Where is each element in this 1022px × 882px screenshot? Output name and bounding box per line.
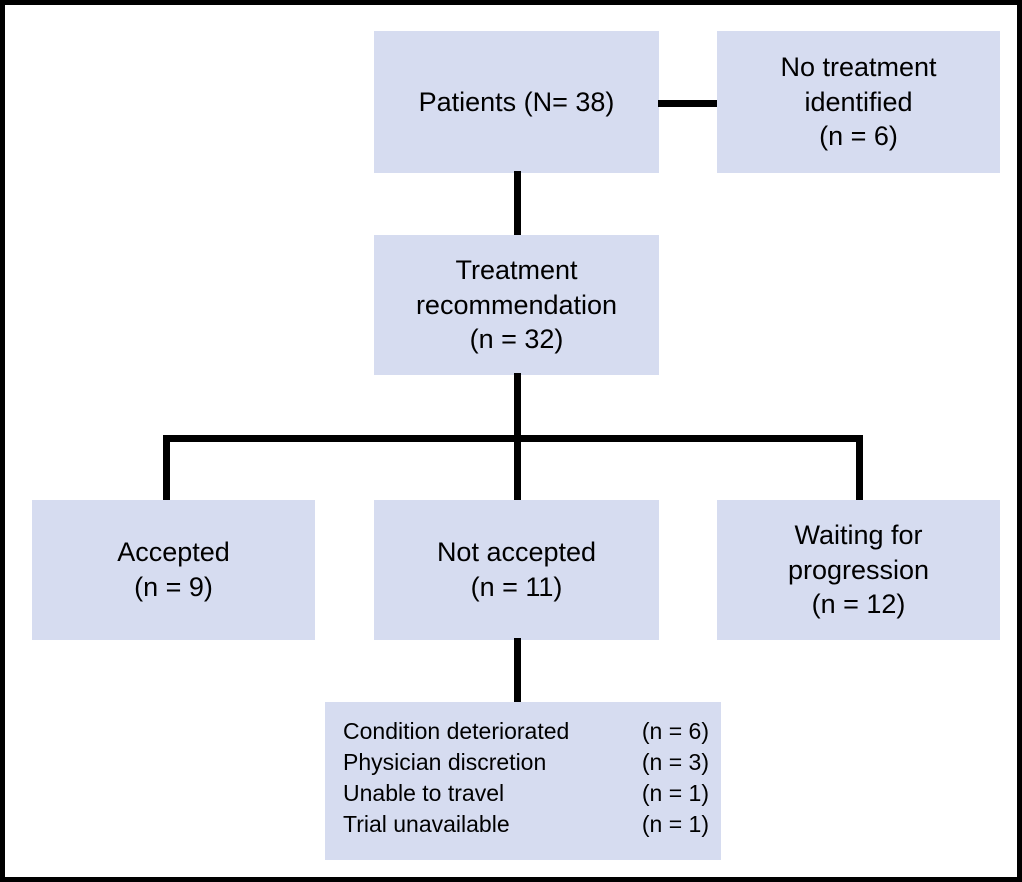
node-not-accepted-reasons: Condition deteriorated (n = 6) Physician… [325,702,721,860]
node-patients-line-1: Patients (N= 38) [418,86,615,117]
reason-label: Trial unavailable [343,811,510,838]
node-patients: Patients (N= 38) [374,31,659,173]
node-recommendation-line-1: Treatment [455,255,578,286]
connector-patients-to-recommendation [514,171,521,237]
node-waiting-line-2: progression [787,554,930,585]
node-accepted-line-2: (n = 9) [134,572,213,602]
reason-row: Physician discretion (n = 3) [335,747,711,778]
connector-split-horizontal-bar [163,435,863,442]
reason-row: Unable to travel (n = 1) [335,778,711,809]
node-waiting-line-1: Waiting for [794,520,923,551]
node-no-treatment-line-3: (n = 6) [819,121,898,152]
reason-label: Condition deteriorated [343,718,570,744]
node-no-treatment-line-1: No treatment [780,52,937,83]
node-no-treatment-line-2: identified [804,86,913,117]
reason-row: Condition deteriorated (n = 6) [335,716,711,747]
node-treatment-recommendation: Treatment recommendation (n = 32) [374,235,659,375]
node-not-accepted: Not accepted (n = 11) [374,500,659,640]
node-accepted-line-1: Accepted [117,537,230,568]
connector-split-to-accepted [163,435,170,502]
reason-row: Trial unavailable (n = 1) [335,809,711,840]
reason-count: (n = 1) [641,811,709,838]
connector-not-accepted-to-reasons [514,638,521,704]
node-waiting-for-progression: Waiting for progression (n = 12) [717,500,1000,640]
connector-split-to-not-accepted [514,435,521,502]
node-recommendation-line-2: recommendation [415,289,618,320]
reason-label: Unable to travel [343,780,505,807]
reason-label: Physician discretion [343,749,547,776]
node-not-accepted-line-1: Not accepted [436,537,597,568]
node-waiting-line-3: (n = 12) [811,589,906,620]
reason-count: (n = 6) [641,718,709,744]
connector-patients-to-no-treatment [658,100,718,107]
node-no-treatment-identified: No treatment identified (n = 6) [717,31,1000,173]
connector-split-to-waiting [856,435,863,502]
node-not-accepted-line-2: (n = 11) [470,572,563,602]
node-accepted: Accepted (n = 9) [32,500,315,640]
reason-count: (n = 1) [641,780,709,807]
connector-recommendation-to-split [514,373,521,441]
reason-count: (n = 3) [641,749,709,776]
node-recommendation-line-3: (n = 32) [469,324,564,355]
